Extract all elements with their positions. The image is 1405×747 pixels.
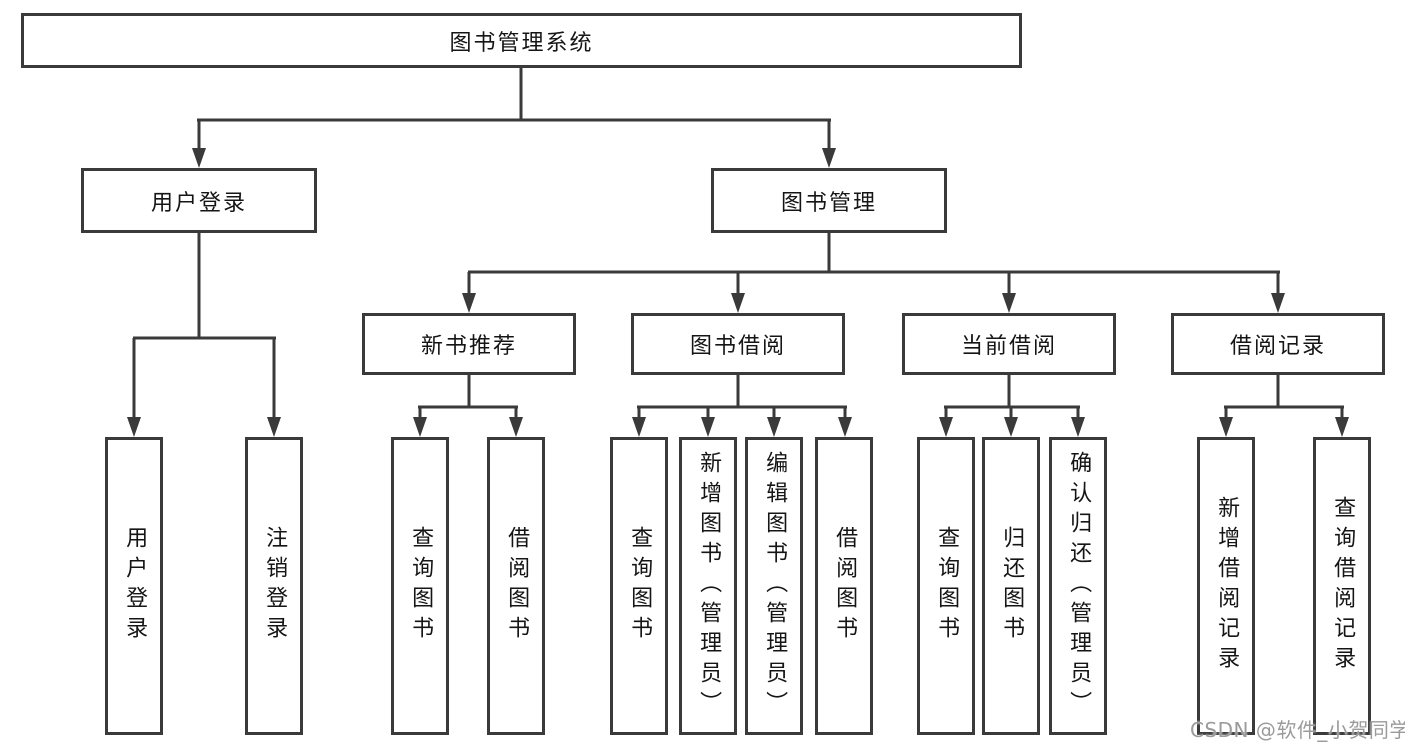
node-new-book-recommendation: 新书推荐 — [362, 313, 576, 375]
leaf-confirm-return-admin: 确认归还（管理员） — [1049, 437, 1107, 735]
leaf-current-query-books-label: 查询图书 — [934, 526, 960, 646]
leaf-edit-books-admin: 编辑图书（管理员） — [745, 437, 803, 735]
leaf-add-borrow-record: 新增借阅记录 — [1197, 437, 1255, 735]
leaf-confirm-return-admin-label: 确认归还（管理员） — [1066, 451, 1092, 721]
leaf-return-books: 归还图书 — [982, 437, 1040, 735]
node-book-management-label: 图书管理 — [780, 190, 877, 216]
node-current-borrowing: 当前借阅 — [902, 313, 1116, 375]
leaf-query-borrow-record-label: 查询借阅记录 — [1330, 496, 1356, 676]
leaf-recommend-query-books: 查询图书 — [391, 437, 449, 735]
leaf-borrow-books-label: 借阅图书 — [832, 526, 858, 646]
node-current-borrowing-label: 当前借阅 — [960, 334, 1057, 359]
node-user-login-label: 用户登录 — [150, 190, 247, 216]
leaf-return-books-label: 归还图书 — [999, 526, 1025, 646]
leaf-add-books-admin: 新增图书（管理员） — [679, 437, 737, 735]
leaf-edit-books-admin-label: 编辑图书（管理员） — [762, 451, 788, 721]
leaf-user-login-label: 用户登录 — [122, 526, 148, 646]
leaf-add-books-admin-label: 新增图书（管理员） — [696, 451, 722, 721]
leaf-user-login: 用户登录 — [105, 437, 163, 735]
leaf-borrow-books: 借阅图书 — [815, 437, 873, 735]
leaf-recommend-borrow-books-label: 借阅图书 — [504, 526, 530, 646]
leaf-recommend-query-books-label: 查询图书 — [408, 526, 434, 646]
node-book-borrowing: 图书借阅 — [631, 313, 845, 375]
leaf-borrowing-query-books: 查询图书 — [610, 437, 668, 735]
leaf-logout-label: 注销登录 — [262, 526, 288, 646]
leaf-logout: 注销登录 — [245, 437, 303, 735]
leaf-current-query-books: 查询图书 — [917, 437, 975, 735]
node-root: 图书管理系统 — [21, 13, 1022, 68]
leaf-add-borrow-record-label: 新增借阅记录 — [1214, 496, 1240, 676]
node-book-management: 图书管理 — [711, 168, 947, 233]
node-new-book-recommendation-label: 新书推荐 — [420, 334, 517, 359]
csdn-watermark: CSDN @软件_小贺同学 — [1190, 718, 1405, 742]
node-user-login: 用户登录 — [81, 168, 317, 233]
node-borrowing-records-label: 借阅记录 — [1229, 334, 1326, 359]
node-borrowing-records: 借阅记录 — [1171, 313, 1385, 375]
leaf-recommend-borrow-books: 借阅图书 — [487, 437, 545, 735]
leaf-query-borrow-record: 查询借阅记录 — [1313, 437, 1371, 735]
node-root-label: 图书管理系统 — [449, 30, 594, 56]
node-book-borrowing-label: 图书借阅 — [689, 334, 786, 359]
leaf-borrowing-query-books-label: 查询图书 — [627, 526, 653, 646]
